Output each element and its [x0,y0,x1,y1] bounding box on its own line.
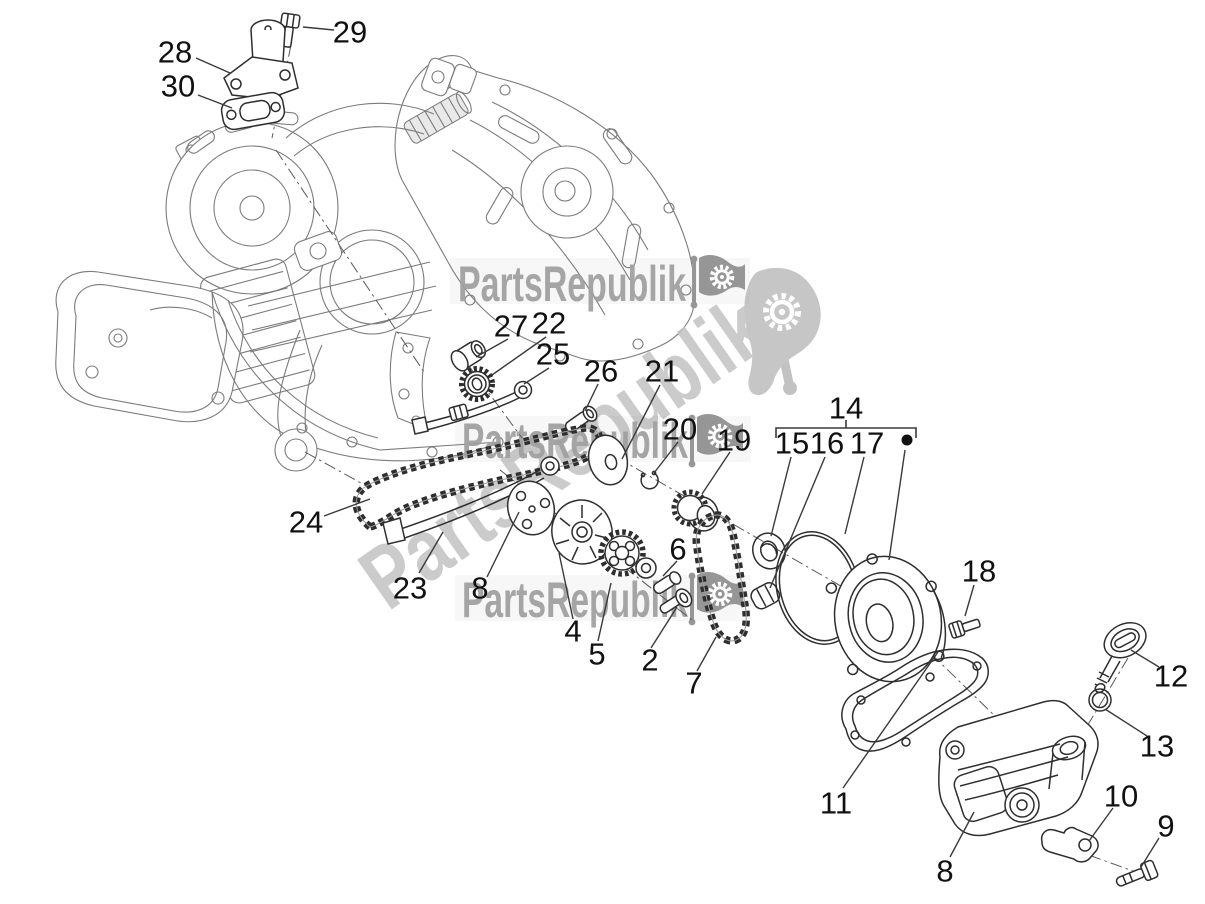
callout-17: 17 [850,426,884,461]
leader-23 [418,531,444,574]
flag-gear-icon [744,267,821,396]
part-2-bolt [659,588,693,614]
leader-16 [769,456,826,589]
part-29-bolt [280,12,301,48]
leader-21 [621,384,661,460]
leader-lines [195,26,1160,868]
horizontal-watermark-bottom: PartsRepublik [455,572,751,628]
part-21-washer [587,434,629,486]
leader-12 [1130,649,1160,668]
callout-6: 6 [669,532,686,567]
part-12-oil-dipstick [1094,621,1147,693]
watermark-text-top: PartsRepublik [458,256,686,312]
callout-26: 26 [584,354,618,389]
leader-19 [701,451,731,495]
part-7-pump-chain [692,511,751,645]
part-27-bushing [450,340,487,372]
leader-27 [475,338,509,358]
crankshaft-stub [403,91,472,144]
callout-labels: 28 29 30 27 22 25 26 21 20 19 14 15 16 1… [158,15,1188,889]
leader-25 [523,367,550,385]
part-28-chain-tensioner [223,19,299,114]
callout-7: 7 [685,666,702,701]
part-4-pump-body [551,499,613,565]
callout-20: 20 [663,412,697,447]
horizontal-watermark-top: PartsRepublik [450,255,750,312]
callout-15: 15 [775,426,809,461]
callout-22: 22 [532,306,566,341]
leader-20 [653,441,679,474]
part-10-clamp [1040,826,1099,863]
callout-12: 12 [1154,659,1188,694]
callout-13: 13 [1140,729,1174,764]
watermark-text-bottom: PartsRepublik [462,572,688,628]
callout-5: 5 [588,637,605,672]
engine-crankcase-drawing [55,55,696,472]
callout-8-sump: 8 [936,854,953,889]
leader-8b [949,811,975,858]
leader-15 [770,456,792,537]
callout-24: 24 [289,505,323,540]
callout-8-pump: 8 [471,571,488,606]
leader-17 [844,456,865,535]
leader-24 [323,498,371,517]
callout-29: 29 [333,15,367,50]
leader-10 [1088,807,1114,842]
part-14-transmission-cover [825,553,947,683]
part-11-sump-gasket [841,648,989,752]
callout-21: 21 [645,354,679,389]
leader-5 [597,582,612,642]
callout-10: 10 [1104,779,1138,814]
leader-30 [197,94,233,109]
part-8-oil-pump-plate [506,480,556,536]
leader-26 [584,383,599,412]
leader-11 [842,651,939,789]
leader-18 [964,584,975,617]
callout-11: 11 [820,786,852,821]
leader-7 [696,636,717,672]
callout-2: 2 [641,643,658,678]
part-24-timing-chain [352,424,604,532]
leader-29 [302,26,335,31]
part-25-chain-guide [411,380,533,435]
callout-18: 18 [962,554,996,589]
callout-23: 23 [393,571,427,606]
callout-28: 28 [158,35,192,70]
callout-4: 4 [564,614,581,649]
leader-28 [195,57,231,74]
leader-6 [662,560,678,577]
leader-13 [1104,708,1148,737]
flag-gear-icon [688,414,743,468]
part-5-pump-sprocket [598,529,646,577]
callout-30: 30 [161,69,195,104]
part-22-sprocket [459,366,495,402]
leader-4 [558,552,574,620]
part-6-pin [652,571,682,595]
callout-16: 16 [810,426,844,461]
group-14-dot [901,434,913,446]
part-30-gasket [220,91,286,131]
part-8-oil-sump [938,699,1099,837]
callout-25: 25 [536,337,570,372]
part-pump-washer [635,557,657,579]
part-18-bolt [948,618,981,639]
group-14-bracket [775,420,917,446]
callout-14: 14 [829,391,863,426]
part-13-o-ring [1088,688,1112,712]
leader-14 [888,449,906,561]
callout-9: 9 [1157,809,1174,844]
part-23-chain-slider [382,456,560,545]
part-15-oil-seal [752,532,786,570]
leader-8a [486,511,520,578]
callout-19: 19 [717,423,751,458]
leader-2 [650,606,678,649]
callout-27: 27 [494,309,528,344]
part-20-circlip [640,470,659,490]
leader-9 [1140,837,1160,868]
part-9-bolt [1115,859,1159,887]
flag-gear-icon [690,255,745,309]
leader-22 [491,336,547,376]
exploded-parts [220,12,1159,887]
